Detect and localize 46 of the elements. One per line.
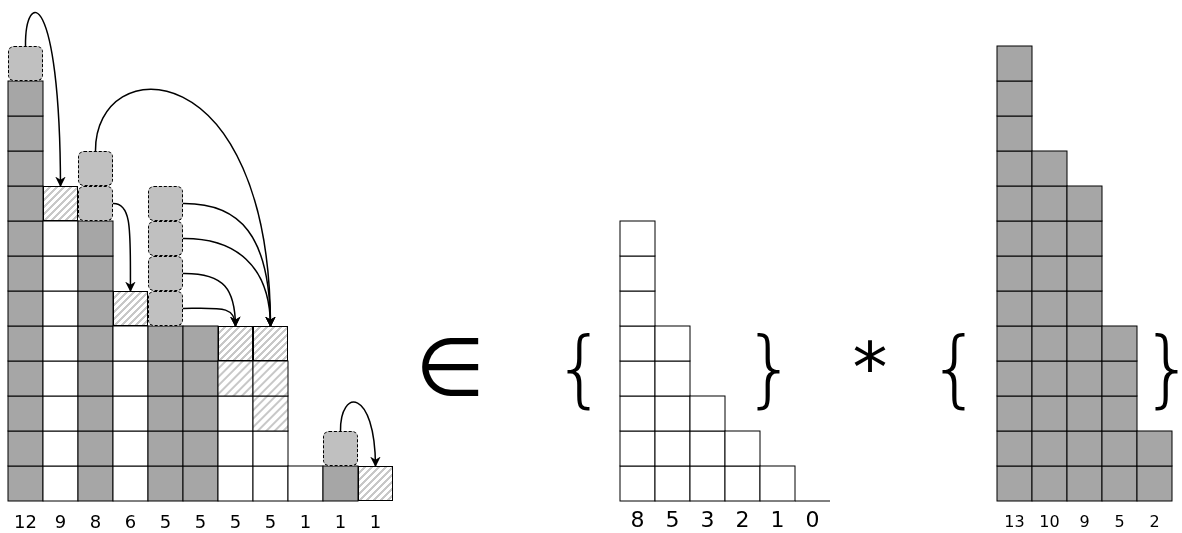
moved-cell xyxy=(78,151,113,186)
target-cell xyxy=(358,466,393,501)
column-length: 13 xyxy=(1004,514,1025,530)
column-length: 1 xyxy=(369,513,382,531)
closing-brace: } xyxy=(743,326,797,410)
moved-cell xyxy=(148,256,183,291)
column-length: 2 xyxy=(735,509,750,531)
closing-brace: } xyxy=(1141,326,1182,410)
column-length: 9 xyxy=(1079,514,1090,530)
column-length: 5 xyxy=(264,513,277,531)
column-length: 8 xyxy=(630,509,645,531)
column-length: 3 xyxy=(700,509,715,531)
column-length: 1 xyxy=(334,513,347,531)
column-length: 1 xyxy=(770,509,785,531)
column-length: 2 xyxy=(1149,514,1160,530)
curved-arrow xyxy=(182,237,276,328)
target-cell xyxy=(113,291,148,326)
column-length: 1 xyxy=(299,513,312,531)
column-length: 12 xyxy=(14,513,37,531)
column-length: 9 xyxy=(54,513,67,531)
moved-cell xyxy=(323,431,358,466)
opening-brace: { xyxy=(928,326,982,410)
moved-cell xyxy=(148,186,183,221)
target-cell xyxy=(253,326,288,361)
curved-arrow xyxy=(24,11,66,188)
asterisk-symbol: * xyxy=(852,333,888,403)
curved-arrow xyxy=(182,307,240,328)
column-length: 6 xyxy=(124,513,137,531)
moved-cell xyxy=(8,46,43,81)
column-length: 5 xyxy=(665,509,680,531)
opening-brace: { xyxy=(553,326,607,410)
target-cell xyxy=(218,326,253,361)
column-length: 5 xyxy=(194,513,207,531)
moved-cell xyxy=(148,291,183,326)
moved-cell xyxy=(78,186,113,221)
target-cell xyxy=(43,186,78,221)
column-length: 5 xyxy=(1114,514,1125,530)
column-length: 5 xyxy=(159,513,172,531)
column-length: 10 xyxy=(1039,514,1060,530)
element-of-symbol: ∈ xyxy=(415,328,485,408)
curved-arrow xyxy=(112,202,136,293)
column-length: 8 xyxy=(89,513,102,531)
curved-arrow xyxy=(339,401,381,468)
column-length: 0 xyxy=(805,509,820,531)
moved-cell xyxy=(148,221,183,256)
column-length: 5 xyxy=(229,513,242,531)
